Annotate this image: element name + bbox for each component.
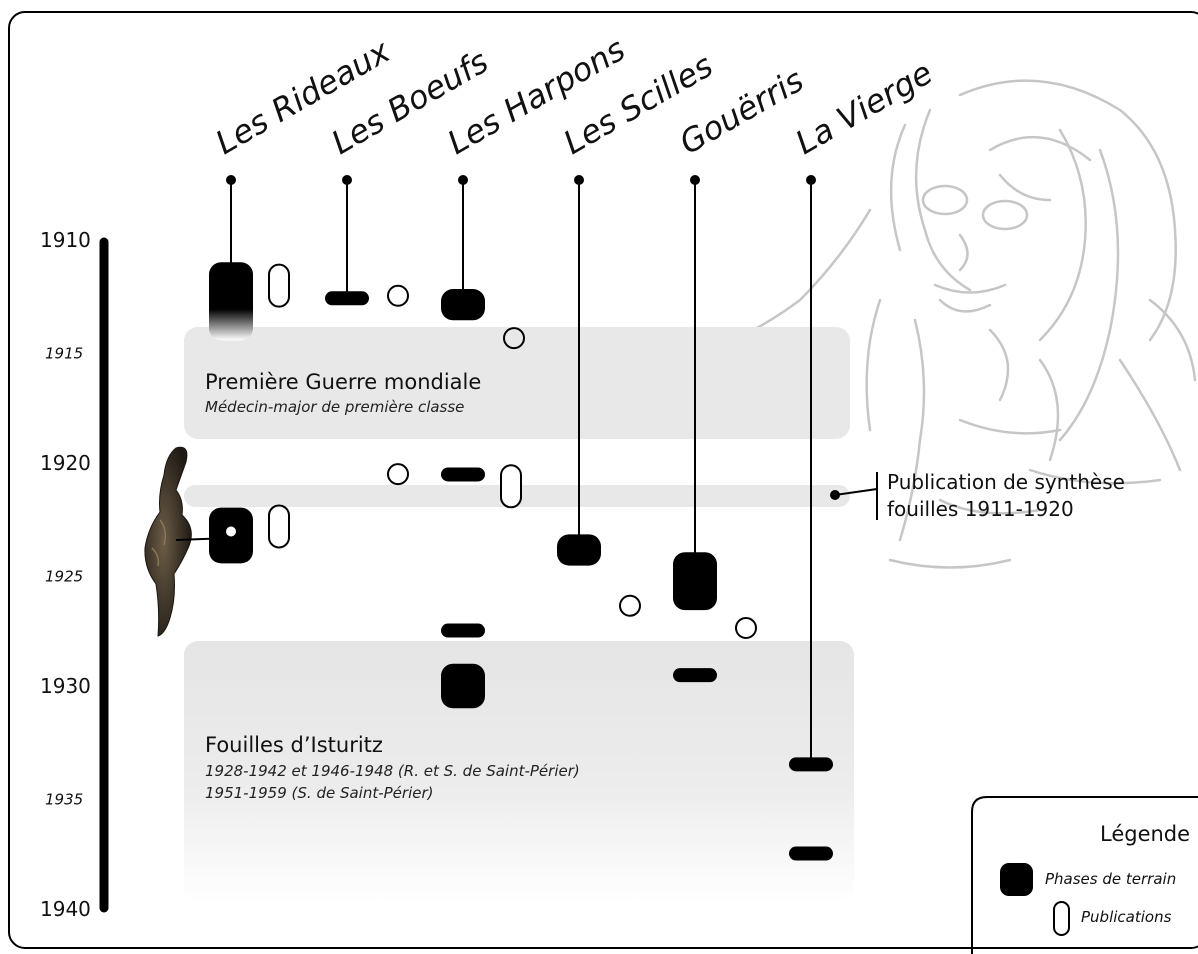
- year-label: 1925: [45, 568, 83, 586]
- publication-circle: [619, 594, 641, 617]
- war-band-title: Première Guerre mondiale: [205, 370, 481, 394]
- year-label: 1915: [45, 345, 83, 363]
- artifact-node: [225, 525, 237, 538]
- year-label: 1920: [40, 451, 91, 475]
- fieldwork-bar: [789, 757, 833, 772]
- isturitz-band-line2: 1951-1959 (S. de Saint-Périer): [205, 784, 434, 802]
- fieldwork-bar: [441, 467, 485, 482]
- legend: Légende Phases de terrain Publications: [971, 796, 1198, 954]
- legend-publication-label: Publications: [1081, 908, 1172, 926]
- fieldwork-bar: [789, 846, 833, 861]
- publication-circle: [387, 463, 409, 486]
- fieldwork-bar: [209, 262, 253, 341]
- synthesis-annotation: Publication de synthèse fouilles 1911-19…: [830, 470, 1125, 521]
- synthesis-pointer: [834, 488, 878, 496]
- war-band-subtitle: Médecin-major de première classe: [205, 398, 464, 416]
- synthesis-line2: fouilles 1911-1920: [887, 497, 1074, 521]
- year-label: 1940: [40, 897, 91, 921]
- legend-fieldwork-swatch: [1000, 863, 1033, 896]
- fieldwork-bar: [557, 534, 601, 566]
- year-label: 1935: [45, 791, 83, 809]
- fieldwork-bar: [441, 663, 485, 709]
- publication-circle: [503, 327, 525, 350]
- war-band: [184, 327, 850, 439]
- legend-publication-swatch: [1053, 901, 1070, 936]
- fieldwork-bar: [441, 289, 485, 321]
- publication-oval: [268, 504, 290, 549]
- artifact-image: [144, 446, 231, 637]
- data-marks: [209, 262, 833, 861]
- year-label: 1930: [40, 674, 91, 698]
- publication-oval: [268, 263, 290, 308]
- year-labels: 1910 1915 1920 1925 1930 1935 1940: [40, 228, 91, 921]
- fieldwork-bar: [673, 668, 717, 683]
- portrait-sketch: [718, 79, 1197, 569]
- fieldwork-bar: [673, 552, 717, 611]
- legend-title: Légende: [1100, 822, 1190, 846]
- legend-frame: [971, 796, 1198, 954]
- publication-oval: [500, 464, 522, 509]
- year-label: 1910: [40, 228, 91, 252]
- legend-fieldwork-label: Phases de terrain: [1045, 870, 1176, 888]
- publication-circle: [735, 617, 757, 640]
- synthesis-line1: Publication de synthèse: [887, 470, 1125, 494]
- isturitz-band-line1: 1928-1942 et 1946-1948 (R. et S. de Sain…: [205, 762, 580, 780]
- isturitz-band: [184, 641, 854, 903]
- fieldwork-bar: [441, 623, 485, 638]
- fieldwork-bar: [325, 291, 369, 306]
- publication-circle: [387, 284, 409, 307]
- isturitz-band-title: Fouilles d’Isturitz: [205, 733, 383, 757]
